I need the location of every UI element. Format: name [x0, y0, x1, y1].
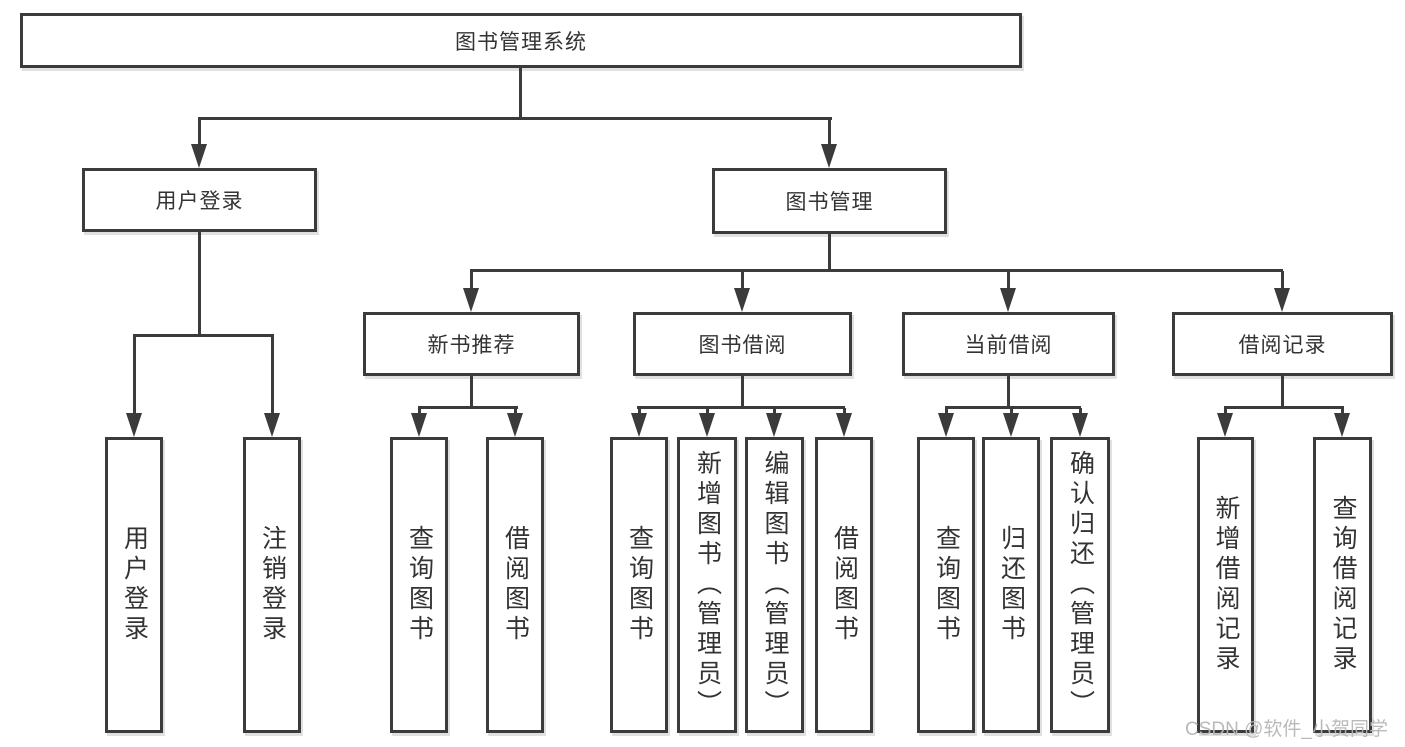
leaf-edit-book-admin: 编辑图书（管理员）	[745, 437, 804, 733]
leaf-logout: 注销登录	[243, 437, 301, 733]
node-label: 查询借阅记录	[1329, 495, 1357, 675]
connector-line	[1010, 408, 1013, 416]
connector-line	[1341, 408, 1344, 416]
node-label: 当前借阅	[964, 334, 1053, 357]
connector-line	[133, 336, 136, 413]
leaf-query-books-recommend: 查询图书	[390, 437, 448, 733]
node-label: 用户登录	[155, 190, 244, 213]
connector-line	[271, 336, 274, 413]
arrow-down-icon	[1000, 288, 1016, 312]
connector-line	[1224, 406, 1344, 409]
leaf-user-login: 用户登录	[105, 437, 163, 733]
node-label: 注销登录	[258, 525, 287, 645]
node-label: 借阅图书	[501, 525, 530, 645]
node-book-borrowing: 图书借阅	[633, 312, 852, 376]
connector-line	[1079, 408, 1082, 416]
connector-line	[198, 119, 201, 147]
connector-line	[945, 408, 948, 416]
leaf-query-books-borrowing: 查询图书	[610, 437, 668, 733]
connector-line	[773, 408, 776, 416]
arrow-down-icon	[1334, 413, 1350, 437]
connector-line	[470, 269, 1283, 272]
connector-line	[706, 408, 709, 416]
leaf-borrow-books-borrowing: 借阅图书	[815, 437, 873, 733]
connector-line	[843, 408, 846, 416]
node-label: 借阅图书	[830, 525, 859, 645]
connector-line	[1007, 271, 1010, 291]
node-borrowing-records: 借阅记录	[1172, 312, 1393, 376]
node-label: 图书借阅	[698, 334, 787, 357]
arrow-down-icon	[1072, 413, 1088, 437]
connector-line	[1281, 271, 1284, 291]
node-label: 查询图书	[932, 525, 961, 645]
node-label: 新增借阅记录	[1212, 495, 1240, 675]
arrow-down-icon	[938, 413, 954, 437]
arrow-down-icon	[126, 413, 142, 437]
connector-line	[198, 117, 832, 120]
arrow-down-icon	[1274, 288, 1290, 312]
node-library-management-system: 图书管理系统	[20, 13, 1022, 68]
node-label: 编辑图书（管理员）	[761, 450, 789, 720]
arrow-down-icon	[836, 413, 852, 437]
connector-line	[133, 334, 274, 337]
node-label: 图书管理系统	[455, 30, 587, 54]
arrow-down-icon	[1217, 413, 1233, 437]
arrow-down-icon	[699, 413, 715, 437]
connector-line	[637, 406, 845, 409]
connector-line	[1007, 374, 1010, 408]
connector-line	[1224, 408, 1227, 416]
connector-line	[828, 119, 831, 147]
leaf-add-borrow-record: 新增借阅记录	[1197, 437, 1254, 733]
arrow-down-icon	[631, 413, 647, 437]
leaf-return-book: 归还图书	[982, 437, 1040, 733]
csdn-watermark: CSDN @软件_小贺同学	[1185, 719, 1388, 740]
arrow-down-icon	[264, 413, 280, 437]
node-label: 借阅记录	[1238, 334, 1327, 357]
connector-line	[741, 374, 744, 408]
connector-line	[470, 271, 473, 291]
node-current-borrowing: 当前借阅	[902, 312, 1115, 376]
connector-line	[1281, 374, 1284, 408]
leaf-borrow-books-recommend: 借阅图书	[486, 437, 544, 733]
arrow-down-icon	[821, 144, 837, 168]
connector-line	[198, 232, 201, 334]
node-user-login: 用户登录	[82, 168, 317, 232]
node-book-management: 图书管理	[712, 168, 947, 234]
node-label: 确认归还（管理员）	[1066, 450, 1095, 720]
connector-line	[828, 234, 831, 272]
connector-line	[945, 406, 1081, 409]
node-label: 归还图书	[997, 525, 1026, 645]
node-label: 查询图书	[625, 525, 654, 645]
connector-line	[418, 406, 518, 409]
leaf-add-book-admin: 新增图书（管理员）	[677, 437, 737, 733]
arrow-down-icon	[766, 413, 782, 437]
connector-line	[514, 408, 517, 416]
node-label: 新增图书（管理员）	[693, 450, 722, 720]
connector-line	[638, 408, 641, 416]
connector-line	[418, 408, 421, 416]
arrow-down-icon	[411, 413, 427, 437]
arrow-down-icon	[734, 288, 750, 312]
leaf-confirm-return-admin: 确认归还（管理员）	[1050, 437, 1110, 733]
connector-line	[741, 271, 744, 291]
node-new-book-recommend: 新书推荐	[363, 312, 580, 376]
arrow-down-icon	[191, 144, 207, 168]
arrow-down-icon	[507, 413, 523, 437]
leaf-query-books-current: 查询图书	[917, 437, 975, 733]
connector-line	[470, 374, 473, 408]
arrow-down-icon	[1003, 413, 1019, 437]
connector-line	[519, 68, 522, 118]
node-label: 查询图书	[405, 525, 434, 645]
node-label: 图书管理	[785, 191, 874, 214]
leaf-query-borrow-record: 查询借阅记录	[1313, 437, 1372, 733]
node-label: 用户登录	[120, 525, 149, 645]
arrow-down-icon	[463, 288, 479, 312]
node-label: 新书推荐	[427, 334, 516, 357]
